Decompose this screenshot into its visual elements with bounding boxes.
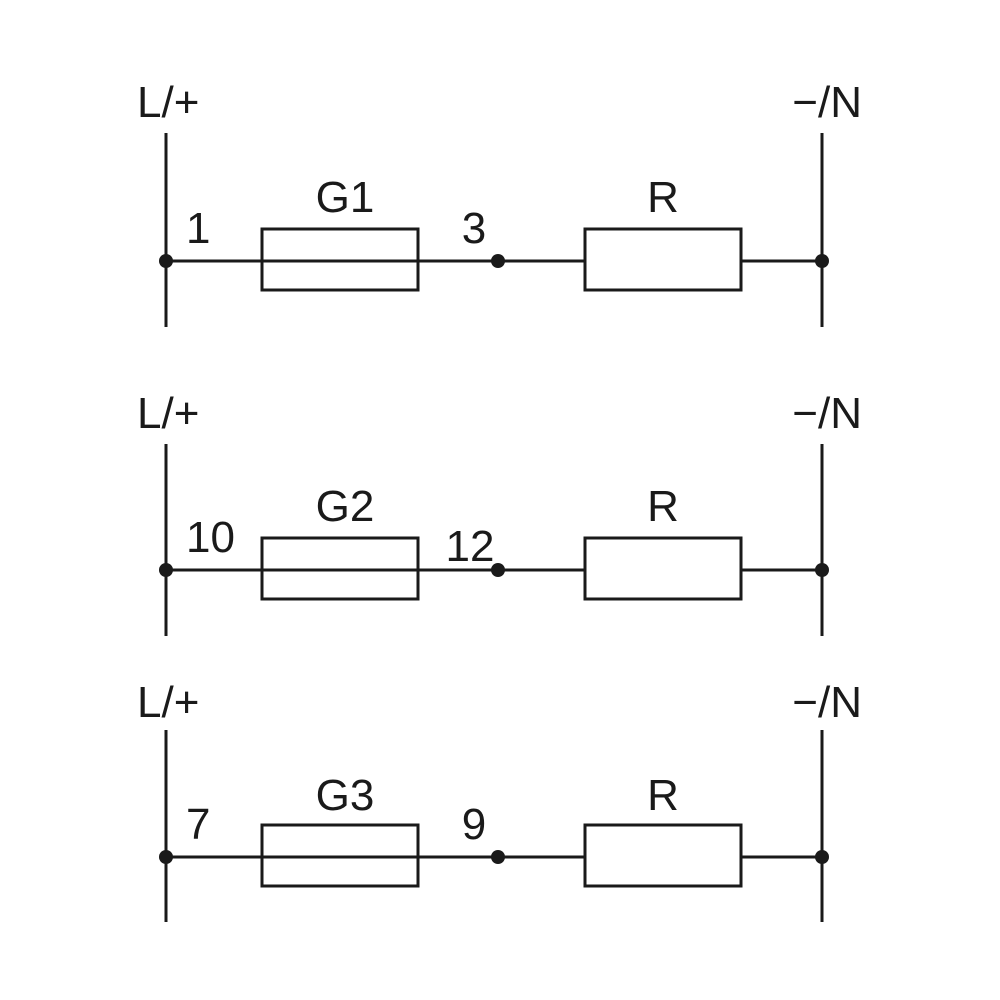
circuit-1: L/+ −/N G1 R 1 3 [137,78,862,327]
terminal-out-label: 12 [446,522,495,571]
right-rail-label: −/N [792,678,862,727]
junction-dot [815,850,829,864]
load-label: R [647,482,679,531]
junction-dot [815,563,829,577]
resistor-r [583,536,743,601]
junction-dot [815,254,829,268]
junction-dot [491,254,505,268]
circuit-3: L/+ −/N G3 R 7 9 [137,678,862,922]
component-label: G1 [316,173,375,222]
terminal-in-label: 10 [186,513,235,562]
right-rail-label: −/N [792,78,862,127]
terminal-in-label: 7 [186,800,210,849]
resistor-r [583,227,743,292]
left-rail-label: L/+ [137,389,199,438]
component-label: G3 [316,771,375,820]
left-rail-label: L/+ [137,678,199,727]
right-rail-label: −/N [792,389,862,438]
circuit-2: L/+ −/N G2 R 10 12 [137,389,862,636]
resistor-r [583,823,743,888]
load-label: R [647,771,679,820]
junction-dot [159,563,173,577]
junction-dot [159,850,173,864]
terminal-out-label: 3 [462,204,486,253]
junction-dot [159,254,173,268]
terminal-out-label: 9 [462,800,486,849]
terminal-in-label: 1 [186,204,210,253]
junction-dot [491,850,505,864]
component-label: G2 [316,482,375,531]
load-label: R [647,173,679,222]
junction-dot [491,563,505,577]
left-rail-label: L/+ [137,78,199,127]
